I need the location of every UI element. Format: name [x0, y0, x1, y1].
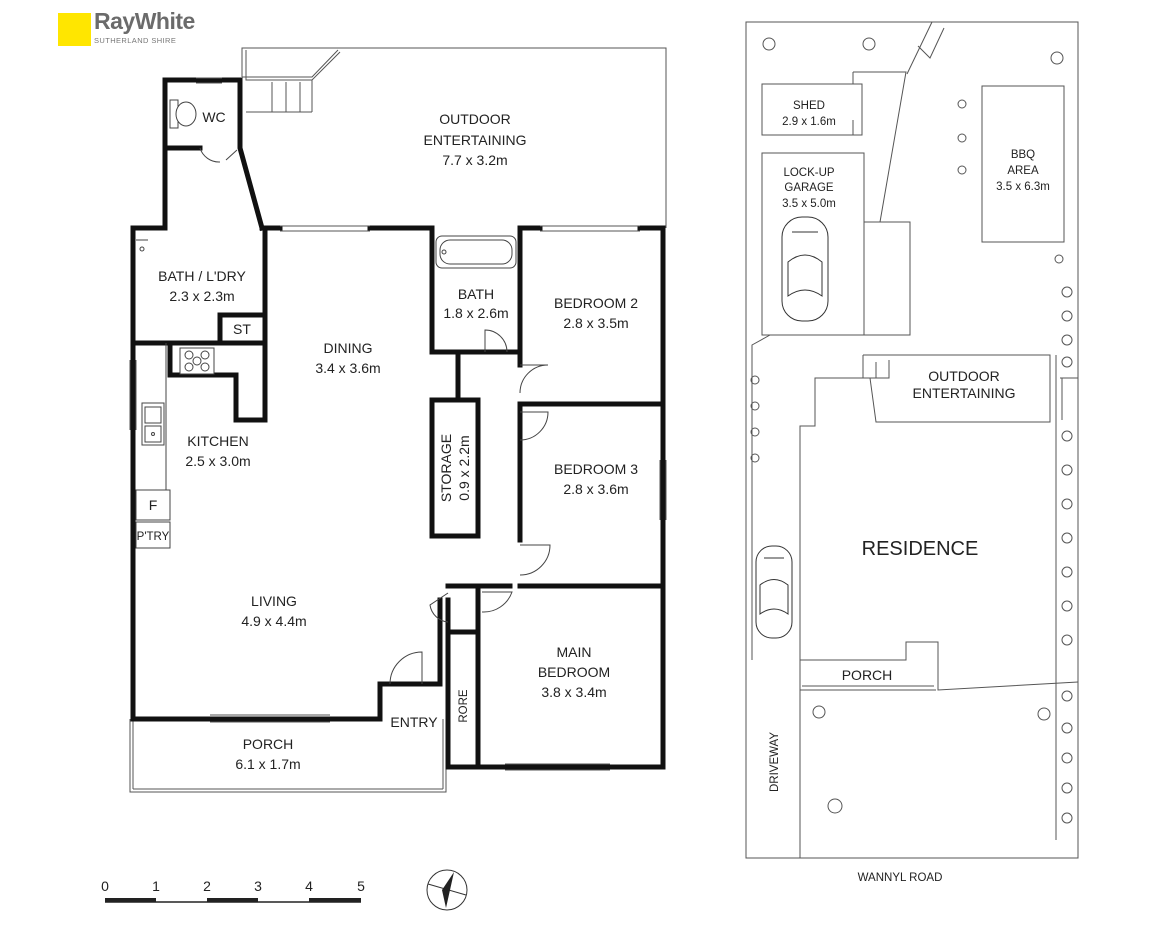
room-dining-label: DINING: [324, 340, 373, 356]
room-living-label: LIVING: [251, 593, 297, 609]
site-porch-label: PORCH: [842, 667, 893, 683]
site-driveway-label: DRIVEWAY: [769, 732, 781, 792]
room-main-bedroom-label-2: BEDROOM: [538, 664, 610, 680]
room-storage-label: STORAGE: [438, 434, 454, 502]
scale-bar: 0 1 2 3 4 5: [101, 878, 365, 903]
room-porch-label: PORCH: [243, 736, 294, 752]
room-outdoor-label: OUTDOOR: [439, 111, 511, 127]
room-bath-laundry-label: BATH / L'DRY: [158, 268, 246, 284]
site-bbq-label-2: AREA: [1007, 165, 1039, 177]
room-pantry-label: P'TRY: [137, 531, 170, 543]
site-shed-dims: 2.9 x 1.6m: [782, 116, 836, 128]
scale-tick-1: 1: [152, 878, 160, 894]
scale-tick-4: 4: [305, 878, 313, 894]
room-wc-label: WC: [202, 109, 225, 125]
room-outdoor-label-2: ENTERTAINING: [424, 132, 527, 148]
tree-icons: [750, 37, 1073, 824]
room-bath-dims: 1.8 x 2.6m: [443, 305, 508, 321]
brand-logo-mark: [58, 13, 91, 46]
room-kitchen-label: KITCHEN: [187, 433, 248, 449]
site-road-label: WANNYL ROAD: [858, 872, 943, 884]
room-main-bedroom-dims: 3.8 x 3.4m: [541, 684, 606, 700]
room-st-label: ST: [233, 321, 251, 337]
room-robe-label: RORE: [458, 689, 470, 723]
room-kitchen-dims: 2.5 x 3.0m: [185, 453, 250, 469]
room-dining-dims: 3.4 x 3.6m: [315, 360, 380, 376]
site-garage-label-2: GARAGE: [784, 182, 834, 194]
room-fridge-label: F: [149, 497, 158, 513]
north-compass-icon: [426, 869, 468, 911]
site-plan: [745, 21, 1079, 859]
room-bedroom2-label: BEDROOM 2: [554, 295, 638, 311]
walls: [130, 77, 666, 770]
room-outdoor-dims: 7.7 x 3.2m: [442, 152, 507, 168]
room-storage-labels: STORAGE 0.9 x 2.2m: [438, 434, 472, 502]
room-bedroom2-dims: 2.8 x 3.5m: [563, 315, 628, 331]
car-icon-driveway: [755, 545, 793, 639]
brand-name: RayWhite: [94, 8, 195, 34]
scale-tick-0: 0: [101, 878, 109, 894]
site-shed-label: SHED: [793, 100, 825, 112]
room-entry-label: ENTRY: [390, 714, 438, 730]
site-bbq-label: BBQ: [1011, 149, 1035, 161]
site-bbq-dims: 3.5 x 6.3m: [996, 181, 1050, 193]
outdoor-outline: [241, 47, 667, 228]
room-main-bedroom-label: MAIN: [557, 644, 592, 660]
site-garage-dims: 3.5 x 5.0m: [782, 198, 836, 210]
doors: [199, 147, 551, 685]
room-bath-label: BATH: [458, 286, 494, 302]
room-bedroom3-label: BEDROOM 3: [554, 461, 638, 477]
site-outdoor-label: OUTDOOR: [928, 368, 1000, 384]
windows: [129, 77, 667, 771]
scale-tick-5: 5: [357, 878, 365, 894]
room-living-dims: 4.9 x 4.4m: [241, 613, 306, 629]
car-icon: [781, 216, 829, 322]
room-porch-dims: 6.1 x 1.7m: [235, 756, 300, 772]
floor-plan: WC OUTDOOR ENTERTAINING 7.7 x 3.2m BATH …: [129, 47, 667, 793]
room-bath-laundry-dims: 2.3 x 2.3m: [169, 288, 234, 304]
site-garage-label: LOCK-UP: [783, 167, 834, 179]
scale-tick-2: 2: [203, 878, 211, 894]
site-residence-label: RESIDENCE: [862, 538, 979, 560]
fixtures: [135, 99, 517, 549]
scale-tick-3: 3: [254, 878, 262, 894]
brand-subtitle: SUTHERLAND SHIRE: [94, 36, 177, 45]
room-storage-dims: 0.9 x 2.2m: [456, 435, 472, 500]
room-bedroom3-dims: 2.8 x 3.6m: [563, 481, 628, 497]
site-outdoor-label-2: ENTERTAINING: [913, 385, 1016, 401]
